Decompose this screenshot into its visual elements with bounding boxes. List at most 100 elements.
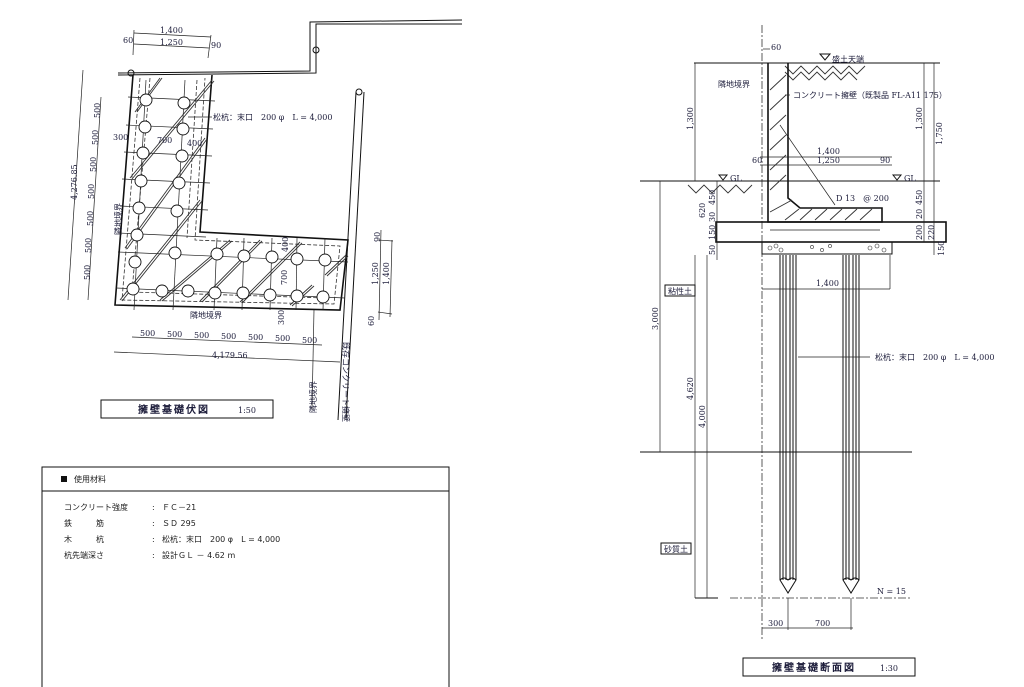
materials-row: 鉄 筋 : ＳＤ 295 [64, 518, 196, 528]
svg-text:500: 500 [302, 336, 317, 345]
svg-text:500: 500 [87, 184, 96, 199]
materials-row: コンクリート強度 : ＦＣ－21 [64, 502, 196, 512]
svg-text:500: 500 [167, 330, 182, 339]
dim-right-90: 90 [373, 232, 382, 242]
svg-text:鉄 筋: 鉄 筋 [64, 518, 104, 528]
sec-dim-1400: 1,400 [817, 147, 840, 156]
svg-text:500: 500 [83, 265, 92, 280]
sec-dim-700: 700 [815, 619, 830, 628]
svg-text:500: 500 [221, 332, 236, 341]
dim-top-total: 1,400 [160, 26, 183, 35]
svg-text:500: 500 [91, 130, 100, 145]
plan-pile-note: 松杭：末口 200 φ L = 4,000 [213, 112, 332, 122]
sec-dim-30: 30 [708, 212, 717, 222]
svg-text:500: 500 [84, 238, 93, 253]
pile-section [779, 255, 797, 594]
section-scale: 1:30 [880, 664, 898, 673]
plan-boundary-label-lower: 隣地境界 [308, 381, 318, 413]
gravel-bed [761, 241, 893, 255]
sec-dim-1250: 1,250 [817, 156, 840, 165]
sec-dim-150-left: 150 [708, 225, 717, 240]
dim-right-60: 60 [367, 316, 376, 326]
svg-text::: : [152, 551, 155, 560]
svg-text:500: 500 [89, 157, 98, 172]
rebar-label: D 13 @ 200 [836, 194, 889, 203]
sec-dim-620: 620 [698, 203, 707, 218]
dim-bottom-total: 4,179.56 [212, 351, 248, 360]
sec-dim-220: 220 [927, 225, 936, 240]
site-boundary-line [117, 19, 463, 74]
sec-pile-note: 松杭：末口 200 φ L = 4,000 [875, 352, 994, 362]
dim-h-400: 400 [281, 237, 290, 252]
sec-dim-60: 60 [752, 156, 762, 165]
sec-dim-pile-1400: 1,400 [816, 279, 839, 288]
plan-title-box [100, 399, 274, 419]
wall-label: コンクリート擁壁（既製品 FL-A11 175） [793, 90, 947, 100]
clay-label: 粘性土 [668, 286, 692, 296]
sec-dim-left-1300: 1,300 [686, 107, 695, 130]
svg-text:ＳＤ 295: ＳＤ 295 [162, 519, 196, 528]
svg-text::: : [152, 503, 155, 512]
sec-dim-4000: 4,000 [698, 405, 707, 428]
retaining-wall-outline [114, 74, 349, 311]
svg-text::: : [152, 535, 155, 544]
section-title-box [742, 657, 916, 677]
sec-dim-200: 200 [915, 225, 924, 240]
sand-label-box [660, 542, 692, 555]
header-bullet-icon [61, 476, 67, 482]
dim-h-300: 300 [277, 310, 286, 325]
dim-bottom-spacings: 500 500 500 500 500 500 500 [140, 329, 317, 345]
gl-left-label: GL [730, 174, 742, 183]
plan-scale: 1:50 [238, 406, 256, 415]
dim-400: 400 [187, 139, 202, 148]
clay-label-box [664, 284, 696, 297]
sand-label: 砂質土 [664, 544, 688, 554]
dim-300: 300 [113, 133, 128, 142]
materials-panel: 使用材料 コンクリート強度 : ＦＣ－21 鉄 筋 : ＳＤ 295 木 杭 :… [41, 466, 450, 687]
svg-text:500: 500 [86, 211, 95, 226]
svg-text:杭先端深さ: 杭先端深さ [64, 550, 104, 560]
existing-wall-label: 既存コンクリート擁壁 [341, 342, 351, 422]
sec-dim-50: 50 [708, 245, 717, 255]
sec-dim-3000: 3,000 [651, 307, 660, 330]
sec-dim-4620: 4,620 [686, 377, 695, 400]
plan-boundary-label-vertical: 隣地境界 [113, 203, 123, 235]
svg-text:500: 500 [275, 334, 290, 343]
svg-text:コンクリート強度: コンクリート強度 [64, 502, 128, 512]
sec-dim-450-left: 450 [708, 190, 717, 205]
fill-top-label: 盛土天端 [832, 54, 864, 64]
dim-left-spacings: 500 500 500 500 500 500 500 [83, 103, 102, 280]
dim-right-1400: 1,400 [382, 262, 391, 285]
footing [715, 221, 947, 243]
foundation-section: 60 盛土天端 隣地境界 GL GL コンクリート擁壁（既製品 FL [640, 25, 994, 677]
sec-dim-right-1300: 1,300 [915, 107, 924, 130]
materials-row: 杭先端深さ : 設計ＧＬ － 4.62 m [64, 550, 235, 560]
materials-header: 使用材料 [74, 474, 106, 484]
sec-dim-300: 300 [768, 619, 783, 628]
svg-text:木 杭: 木 杭 [64, 534, 104, 544]
sec-dim-450-right: 450 [915, 190, 924, 205]
sec-dim-150-right: 150 [937, 241, 946, 256]
svg-text:ＦＣ－21: ＦＣ－21 [162, 503, 196, 512]
svg-text:松杭：末口 200 φ L = 4,000: 松杭：末口 200 φ L = 4,000 [162, 534, 280, 544]
dim-right-1250: 1,250 [371, 262, 380, 285]
dim-700: 700 [157, 136, 172, 145]
svg-text:設計ＧＬ － 4.62 m: 設計ＧＬ － 4.62 m [162, 550, 235, 560]
svg-text:500: 500 [248, 333, 263, 342]
dim-top-inner: 1,250 [160, 38, 183, 47]
sec-boundary-label: 隣地境界 [718, 79, 750, 89]
plan-boundary-label: 隣地境界 [190, 310, 222, 320]
svg-text:500: 500 [140, 329, 155, 338]
pile-markers [126, 93, 332, 304]
sec-dim-1750: 1,750 [935, 122, 944, 145]
gl-right-label: GL [904, 174, 916, 183]
dim-left-total: 4,276.85 [70, 164, 79, 200]
materials-row: 木 杭 : 松杭：末口 200 φ L = 4,000 [64, 534, 280, 544]
sec-dim-20: 20 [915, 209, 924, 219]
dim-top-left: 60 [123, 36, 133, 45]
section-title: 擁壁基礎断面図 [772, 661, 856, 674]
sec-dim-90: 90 [880, 156, 890, 165]
plan-title: 擁壁基礎伏図 [138, 403, 210, 416]
existing-wall-line [337, 91, 357, 421]
svg-text::: : [152, 519, 155, 528]
